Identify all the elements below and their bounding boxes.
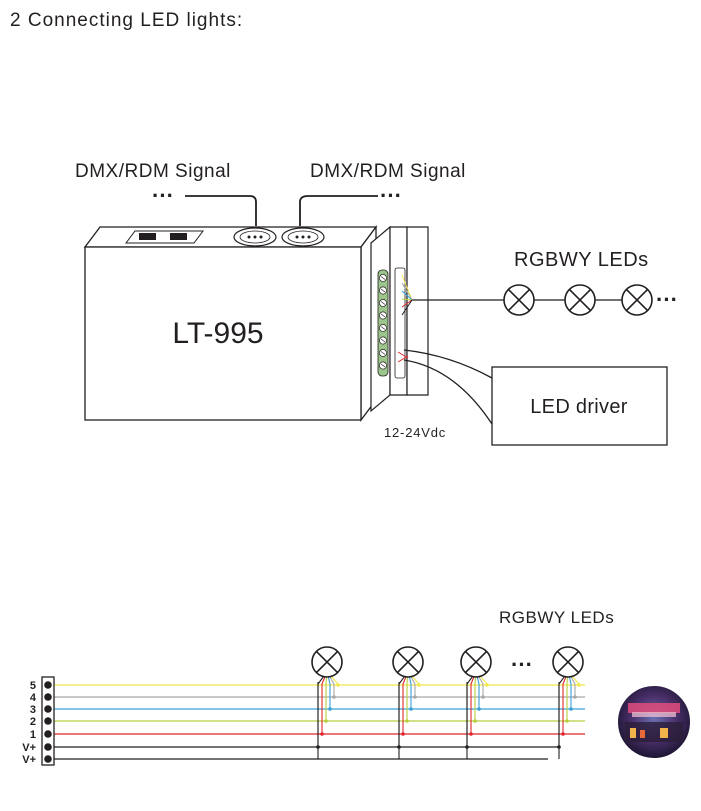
- terminal-socket: [394, 267, 406, 379]
- lamps-ellipsis-bottom: ···: [511, 652, 533, 677]
- rj45-port-block: [125, 230, 204, 244]
- terminal-label: 1: [30, 729, 36, 741]
- power-wire-negative: [403, 359, 493, 425]
- terminal-label: V+: [22, 742, 36, 754]
- bottom-led-lamp-2: [392, 646, 424, 678]
- terminal-strip: [377, 269, 389, 377]
- signal-cable-right: [299, 195, 378, 226]
- terminal-label: 4: [30, 692, 37, 704]
- led-lamp-1: [503, 284, 535, 316]
- voltage-label: 12-24Vdc: [384, 425, 446, 440]
- rj45-port-2: [170, 233, 187, 240]
- terminal-pin: [44, 717, 52, 725]
- terminal-pin: [44, 730, 52, 738]
- led-driver-box: [491, 366, 668, 446]
- lamps-ellipsis-top: ···: [656, 287, 678, 312]
- signal-cable-left: [185, 195, 257, 226]
- signal-label-left: DMX/RDM Signal: [75, 161, 231, 182]
- terminal-pins: [44, 681, 52, 763]
- device-top-face: [83, 226, 378, 248]
- terminal-label: V+: [22, 754, 36, 766]
- led-lamp-2: [564, 284, 596, 316]
- terminal-pin: [44, 693, 52, 701]
- rgbwy-leds-label-top: RGBWY LEDs: [514, 249, 649, 271]
- bottom-led-lamp-3: [460, 646, 492, 678]
- device-front-face: [84, 246, 362, 421]
- terminal-pin: [44, 705, 52, 713]
- device-model-label: LT-995: [172, 317, 263, 350]
- terminal-label: 2: [30, 716, 36, 728]
- controller-device: LT-995: [83, 225, 429, 422]
- power-wire-positive: [403, 349, 493, 379]
- lamp-drop-wires: [316, 675, 581, 759]
- terminal-label: 5: [30, 680, 36, 692]
- bottom-led-lamp-4: [552, 646, 584, 678]
- section-heading: 2 Connecting LED lights:: [10, 10, 244, 31]
- product-photo: [616, 684, 692, 760]
- terminal-pin: [44, 681, 52, 689]
- signal-label-right: DMX/RDM Signal: [310, 161, 466, 182]
- bottom-lamps: [311, 646, 584, 678]
- led-wire-bundle: [397, 274, 505, 425]
- terminal-pin: [44, 743, 52, 751]
- top-diagram: DMX/RDM Signal DMX/RDM Signal ··· ···: [75, 161, 678, 446]
- bus-wires: [48, 684, 585, 760]
- rj45-port-1: [139, 233, 156, 240]
- signal-ellipsis-left: ···: [152, 183, 174, 208]
- terminal-screws: [379, 274, 387, 370]
- terminal-pin: [44, 755, 52, 763]
- terminal-label: 3: [30, 704, 36, 716]
- signal-ellipsis-right: ···: [380, 183, 402, 208]
- rgbwy-leds-label-bottom: RGBWY LEDs: [499, 608, 614, 627]
- led-lamp-3: [621, 284, 653, 316]
- bottom-led-lamp-1: [311, 646, 343, 678]
- led-driver-label: LED driver: [530, 396, 628, 418]
